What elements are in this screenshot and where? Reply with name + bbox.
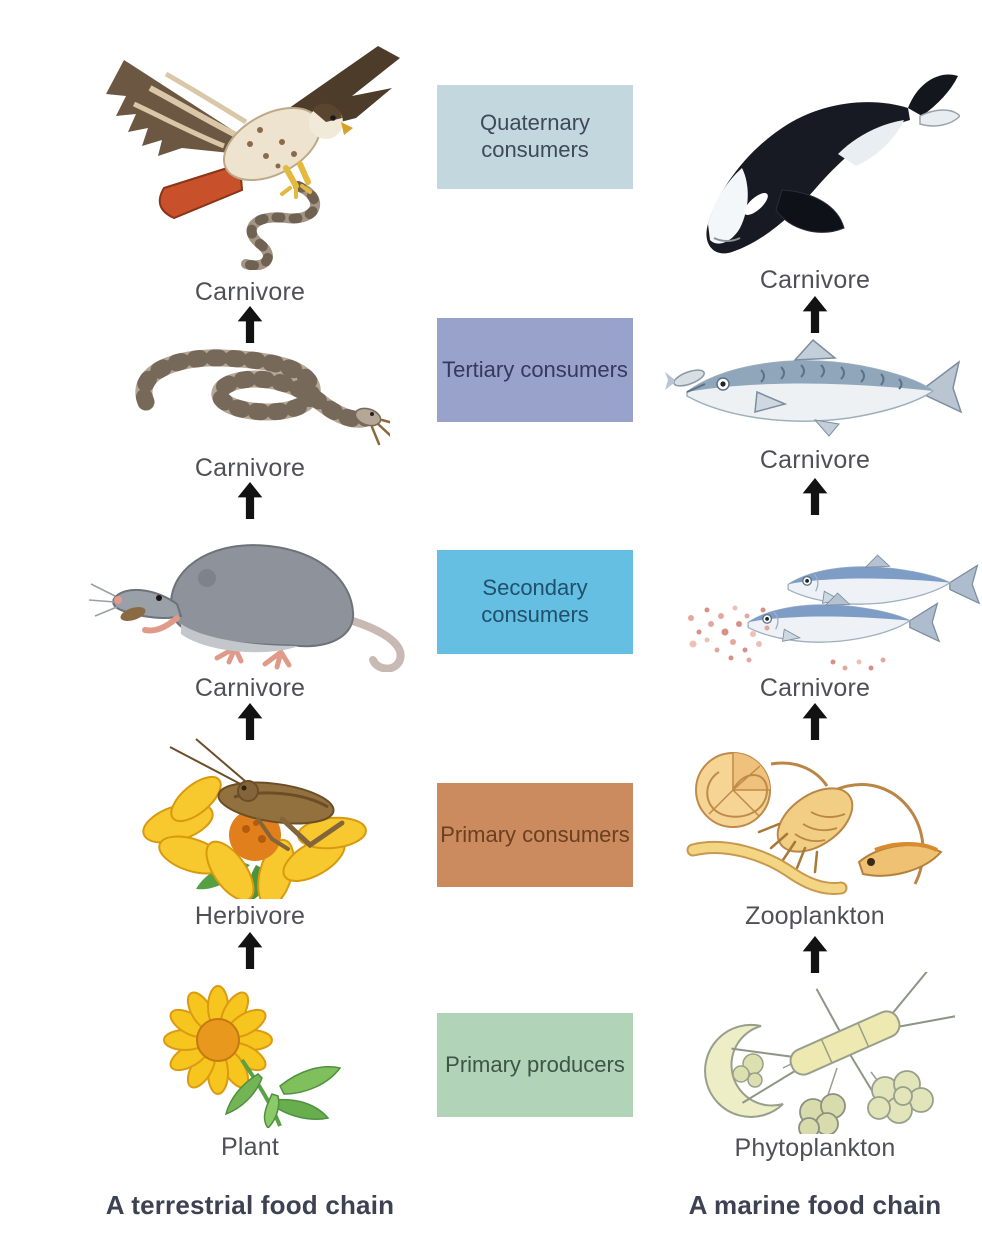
marine-chain-caption: A marine food chain xyxy=(688,1190,942,1220)
up-arrow-icon xyxy=(802,296,828,333)
organism-label: Carnivore xyxy=(759,446,871,474)
organism-label: Carnivore xyxy=(194,454,306,482)
marine-food-chain-column: Carnivore Carnivore xyxy=(650,0,980,1236)
trophic-box-tertiary-consumers: Tertiary consumers xyxy=(437,318,633,422)
zooplankton-illustration xyxy=(686,752,943,895)
trophic-box-label: Secondary consumers xyxy=(481,575,589,627)
organism-label: Carnivore xyxy=(194,674,306,702)
up-arrow-icon xyxy=(802,478,828,515)
trophic-box-label: Primary consumers xyxy=(440,821,630,847)
up-arrow-icon xyxy=(237,932,263,969)
organism-label: Zooplankton xyxy=(745,902,885,930)
phytoplankton-illustration xyxy=(704,972,955,1134)
shrew-illustration xyxy=(88,544,405,672)
organism-label: Plant xyxy=(221,1133,279,1161)
organism-label: Carnivore xyxy=(759,674,871,702)
trophic-box-label: Tertiary consumers xyxy=(442,356,628,382)
terrestrial-chain-caption: A terrestrial food chain xyxy=(105,1190,395,1220)
coiled-snake-illustration xyxy=(135,349,390,446)
organism-label: Herbivore xyxy=(194,902,306,930)
mackerel-illustration xyxy=(665,338,963,437)
trophic-box-label: Quaternary consumers xyxy=(479,110,591,162)
up-arrow-icon xyxy=(237,703,263,740)
trophic-box-quaternary-consumers: Quaternary consumers xyxy=(437,85,633,189)
up-arrow-icon xyxy=(802,703,828,740)
flowering-plant-illustration xyxy=(163,985,342,1128)
terrestrial-food-chain-column: Carnivore Carnivore Carnivore xyxy=(60,0,440,1236)
organism-label: Phytoplankton xyxy=(734,1134,896,1162)
trophic-box-primary-producers: Primary producers xyxy=(437,1013,633,1117)
organism-label: Carnivore xyxy=(194,278,306,306)
trophic-box-secondary-consumers: Secondary consumers xyxy=(437,550,633,654)
organism-label: Carnivore xyxy=(759,266,871,294)
trophic-box-label: Primary producers xyxy=(445,1051,625,1077)
grasshopper-on-flower-illustration xyxy=(142,738,367,899)
trophic-box-primary-consumers: Primary consumers xyxy=(437,783,633,887)
up-arrow-icon xyxy=(237,482,263,519)
up-arrow-icon xyxy=(237,306,263,343)
killer-whale-illustration xyxy=(706,74,960,254)
hawk-with-snake-illustration xyxy=(106,46,400,270)
up-arrow-icon xyxy=(802,936,828,973)
herring-pair-illustration xyxy=(688,554,980,671)
